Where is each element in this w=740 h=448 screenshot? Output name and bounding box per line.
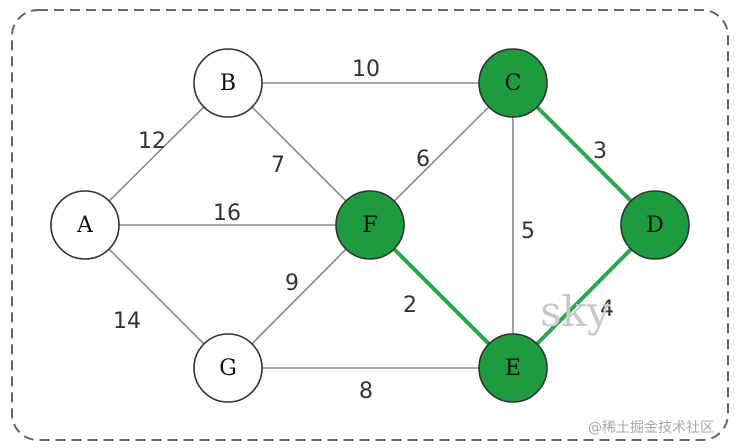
- node-label-G: G: [219, 356, 237, 381]
- edge-weight-C-E: 5: [521, 219, 535, 244]
- edge-weight-A-B: 12: [138, 129, 166, 154]
- node-circle-A: [50, 190, 120, 260]
- edge-weight-E-D: 4: [600, 297, 614, 322]
- dashed-frame: [11, 9, 729, 441]
- edge-weight-G-F: 9: [285, 271, 299, 296]
- edge-weight-B-C: 10: [352, 57, 380, 82]
- node-label-C: C: [505, 71, 522, 96]
- edge-weight-B-F: 7: [271, 153, 285, 178]
- node-label-D: D: [646, 213, 664, 238]
- node-circle-D: [620, 190, 690, 260]
- edge-weight-A-F: 16: [213, 201, 241, 226]
- edge-weight-F-C: 6: [416, 147, 430, 172]
- node-circle-F: [335, 190, 405, 260]
- node-E: E: [478, 333, 548, 403]
- node-circle-B: [193, 48, 263, 118]
- node-label-E: E: [505, 356, 521, 381]
- node-C: C: [478, 48, 548, 118]
- node-label-F: F: [362, 213, 377, 238]
- credit-watermark: @稀土掘金技术社区: [588, 420, 714, 436]
- node-circle-E: [478, 333, 548, 403]
- node-D: D: [620, 190, 690, 260]
- node-label-A: A: [76, 213, 94, 238]
- edge-weight-F-E: 2: [403, 293, 417, 318]
- node-A: A: [50, 190, 120, 260]
- node-B: B: [193, 48, 263, 118]
- edge-weight-A-G: 14: [113, 309, 141, 334]
- nodes: A B C D E F G: [50, 48, 690, 403]
- node-label-B: B: [220, 71, 236, 96]
- node-F: F: [335, 190, 405, 260]
- edge-weight-G-E: 8: [359, 379, 373, 404]
- node-G: G: [193, 333, 263, 403]
- edge-weight-C-D: 3: [593, 139, 607, 164]
- edge-weights: 12 16 14 10 7 6 9 8 5 3 2 4: [113, 57, 614, 404]
- watermark-sky: sky: [540, 287, 611, 336]
- node-circle-C: [478, 48, 548, 118]
- node-circle-G: [193, 333, 263, 403]
